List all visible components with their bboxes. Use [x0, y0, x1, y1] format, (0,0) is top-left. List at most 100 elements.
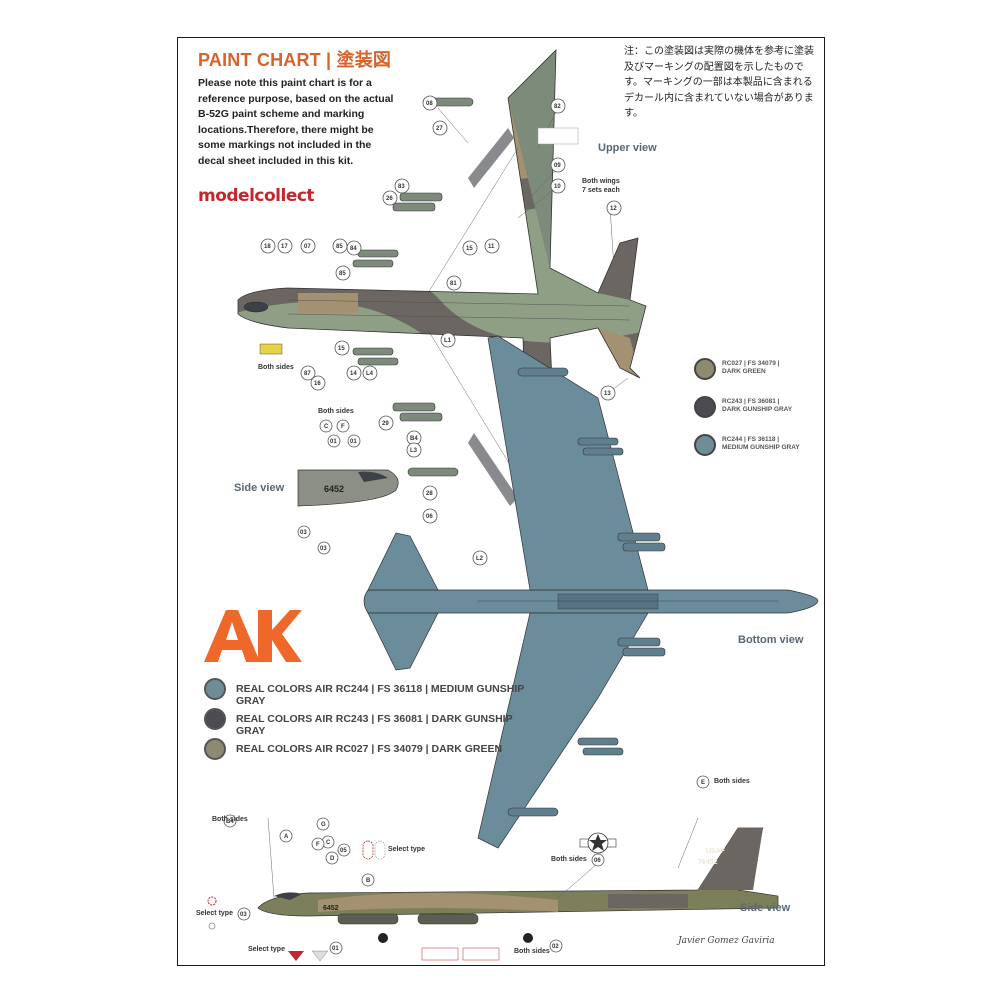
- legend-text-3: REAL COLORS AIR RC027 | FS 34079 | DARK …: [236, 743, 503, 755]
- ak-logo-icon: [204, 610, 302, 662]
- japanese-note: 注：この塗装図は実際の機体を参考に塗装及びマーキングの配置図を示したものです。マ…: [624, 46, 814, 119]
- svg-text:16: 16: [314, 381, 321, 387]
- warning-decal-2: [462, 947, 500, 961]
- both-sides-label-4: Both sides: [714, 778, 750, 785]
- bottom-view-label: Bottom view: [738, 634, 804, 646]
- svg-text:85: 85: [336, 244, 343, 250]
- svg-text:G: G: [321, 822, 326, 828]
- artist-signature: Javier Gomez Gaviria: [678, 936, 775, 946]
- svg-text:26: 26: [386, 196, 393, 202]
- svg-text:13: 13: [604, 391, 611, 397]
- svg-text:01: 01: [332, 946, 339, 952]
- svg-text:81: 81: [450, 281, 457, 287]
- svg-text:82: 82: [554, 104, 561, 110]
- svg-text:L2: L2: [476, 556, 484, 562]
- legend-text-1: REAL COLORS AIR RC244 | FS 36118 | MEDIU…: [236, 683, 525, 707]
- svg-text:14: 14: [350, 371, 357, 377]
- both-sides-label-2: Both sides: [318, 408, 354, 415]
- svg-text:03: 03: [240, 912, 247, 918]
- bottom-view-aircraft: [363, 335, 819, 849]
- svg-text:17: 17: [281, 244, 288, 250]
- usaf-star-insignia-icon: [579, 832, 617, 854]
- dark-gunship-gray-swatch-icon: [694, 396, 716, 418]
- svg-text:87: 87: [304, 371, 311, 377]
- side-view-nose: 6452: [297, 469, 399, 507]
- svg-text:03: 03: [300, 530, 307, 536]
- side-callouts: B4 A G C F D 05 B 03 01 02 06 E: [223, 775, 710, 955]
- svg-text:11: 11: [488, 244, 495, 250]
- page-title: PAINT CHART | 塗装図: [198, 50, 392, 70]
- svg-text:B: B: [366, 878, 371, 884]
- bottom-side-view-aircraft: USAF 76452 6452: [257, 827, 779, 943]
- rescue-decal: [259, 343, 283, 355]
- dark-green-legend-icon: [204, 738, 226, 760]
- side-view-label: Side view: [740, 902, 791, 914]
- legend-dark-green: REAL COLORS AIR RC027 | FS 34079 | DARK …: [204, 738, 544, 762]
- legend-text-2: REAL COLORS AIR RC243 | FS 36081 | DARK …: [236, 713, 513, 737]
- svg-text:02: 02: [552, 944, 559, 950]
- svg-text:01: 01: [350, 439, 357, 445]
- nose-side-view-label: Side view: [234, 482, 285, 494]
- svg-text:C: C: [324, 424, 329, 430]
- cc-medium-gray-line2: MEDIUM GUNSHIP GRAY: [722, 444, 800, 451]
- upper-callouts: 08 82 27 09 10 83 26 12 18 17 07 85 84 1…: [260, 95, 622, 566]
- cc-dark-gray-line2: DARK GUNSHIP GRAY: [722, 406, 793, 413]
- cc-dark-green-line1: RC027 | FS 34079 |: [722, 360, 780, 367]
- svg-text:L1: L1: [444, 338, 452, 344]
- legend-dark-gunship-gray: REAL COLORS AIR RC243 | FS 36081 | DARK …: [204, 708, 544, 737]
- svg-text:12: 12: [610, 206, 617, 212]
- both-sides-label-5: Both sides: [551, 856, 587, 863]
- svg-text:L4: L4: [366, 371, 374, 377]
- svg-text:84: 84: [350, 246, 357, 252]
- svg-text:C: C: [326, 840, 331, 846]
- svg-text:85: 85: [339, 271, 346, 277]
- svg-text:07: 07: [304, 244, 311, 250]
- svg-text:10: 10: [554, 184, 561, 190]
- tail-usaf-text: USAF: [706, 848, 726, 855]
- svg-text:15: 15: [338, 346, 345, 352]
- svg-text:15: 15: [466, 246, 473, 252]
- modelcollect-logo: modelcollect: [198, 186, 315, 206]
- paint-chart-sheet: PAINT CHART | 塗装図 Please note this paint…: [177, 37, 825, 966]
- nose-callouts: C F 01 01 03 03: [297, 419, 361, 555]
- svg-text:83: 83: [398, 184, 405, 190]
- cc-dark-gray-line1: RC243 | FS 36081 |: [722, 398, 780, 405]
- svg-text:03: 03: [320, 546, 327, 552]
- both-sides-label-6: Both sides: [514, 948, 550, 955]
- svg-text:29: 29: [382, 421, 389, 427]
- svg-text:B4: B4: [226, 819, 234, 825]
- ak-logo: AK: [202, 608, 302, 669]
- dark-green-swatch-icon: [694, 358, 716, 380]
- seven-sets-label: 7 sets each: [582, 187, 620, 194]
- aircraft-artwork: 6452 USAF 76452 6452: [207, 49, 819, 962]
- svg-text:27: 27: [436, 126, 443, 132]
- upper-view-label: Upper view: [598, 142, 657, 154]
- svg-text:28: 28: [426, 491, 433, 497]
- svg-text:06: 06: [594, 858, 601, 864]
- svg-text:L3: L3: [410, 448, 418, 454]
- svg-text:F: F: [341, 424, 345, 430]
- warning-decal-1: [421, 947, 459, 961]
- select-type-label-1: Select type: [388, 846, 425, 853]
- cc-dark-green-line2: DARK GREEN: [722, 368, 766, 375]
- both-sides-label-3: Both sides: [212, 816, 248, 823]
- svg-text:D: D: [330, 856, 335, 862]
- dark-gunship-gray-legend-icon: [204, 708, 226, 730]
- side-serial-number: 6452: [323, 905, 339, 912]
- medium-gunship-gray-legend-icon: [204, 678, 226, 700]
- svg-text:09: 09: [554, 163, 561, 169]
- svg-text:18: 18: [264, 244, 271, 250]
- both-wings-label: Both wings: [582, 178, 620, 185]
- svg-text:F: F: [316, 842, 320, 848]
- both-sides-label-1: Both sides: [258, 364, 294, 371]
- tail-serial-number: 76452: [698, 859, 718, 866]
- english-note: Please note this paint chart is for a re…: [198, 77, 394, 167]
- placard-decal: [537, 127, 579, 145]
- medium-gunship-gray-swatch-icon: [694, 434, 716, 456]
- nose-serial-number: 6452: [324, 484, 344, 494]
- select-type-markers: [207, 840, 386, 962]
- cc-medium-gray-line1: RC244 | FS 36118 |: [722, 436, 780, 443]
- svg-text:01: 01: [330, 439, 337, 445]
- svg-text:06: 06: [426, 514, 433, 520]
- select-type-label-3: Select type: [248, 946, 285, 953]
